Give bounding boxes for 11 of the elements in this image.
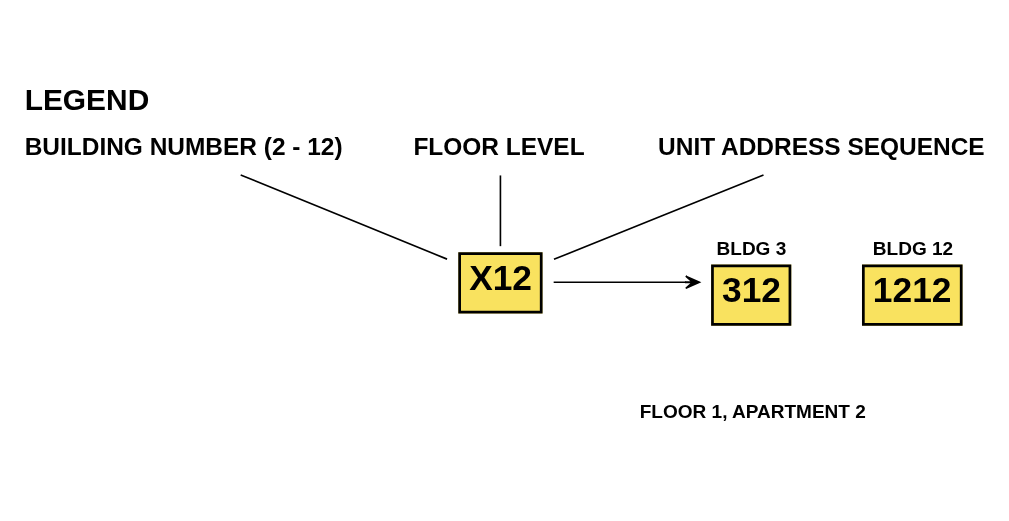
node-label: BLDG 12 bbox=[872, 238, 954, 260]
connector bbox=[553, 174, 765, 261]
diagram-title: LEGEND bbox=[24, 83, 150, 117]
label: FLOOR 1, APARTMENT 2 bbox=[639, 400, 866, 422]
connector bbox=[499, 174, 502, 247]
node-label: BLDG 3 bbox=[716, 238, 787, 260]
connector bbox=[239, 174, 448, 260]
node-text: FLOOR LEVEL bbox=[413, 133, 585, 161]
node-text: BUILDING NUMBER (2 - 12) bbox=[24, 133, 343, 161]
node-text: UNIT ADDRESS SEQUENCE bbox=[658, 133, 985, 161]
arrow bbox=[552, 275, 701, 290]
